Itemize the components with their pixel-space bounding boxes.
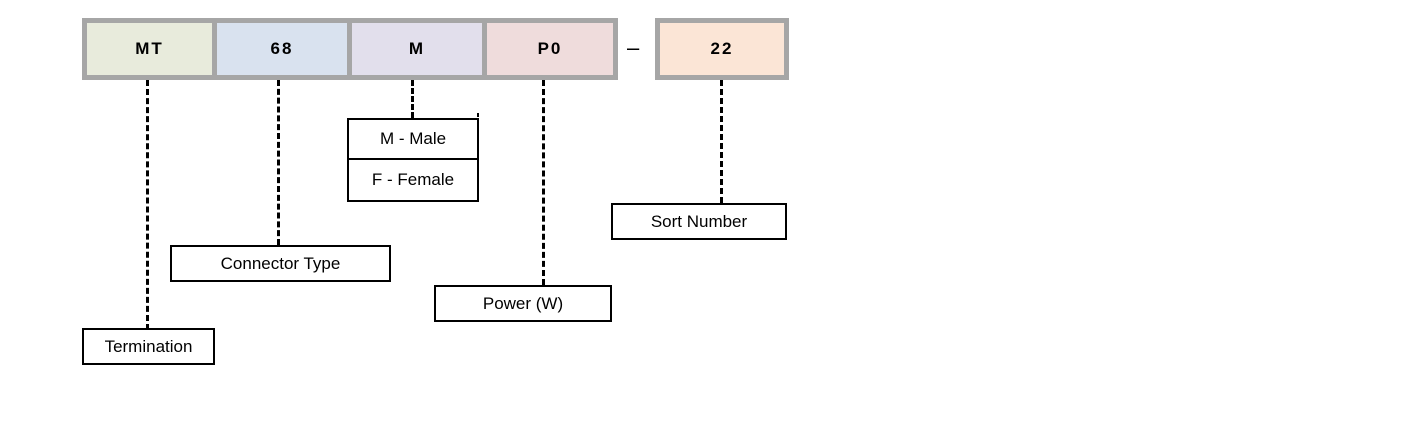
separator-dash: –: [627, 35, 640, 60]
corner-tick-icon: [477, 113, 479, 117]
callout-termination: Termination: [82, 328, 215, 365]
part-number-segment-gender[interactable]: M: [352, 23, 482, 75]
leader-line-power: [542, 80, 545, 285]
leader-line-termination: [146, 80, 149, 330]
leader-line-gender: [411, 80, 414, 118]
part-number-segment-connector-type[interactable]: 68: [217, 23, 347, 75]
leader-line-sort-number: [720, 80, 723, 203]
callout-gender-legend: M - Male F - Female: [347, 113, 479, 202]
part-number-bar: MT 68 M P0: [82, 18, 618, 80]
callout-connector-type: Connector Type: [170, 245, 391, 282]
callout-sort-number: Sort Number: [611, 203, 787, 240]
part-number-segment-sort-number[interactable]: 22: [660, 23, 784, 75]
part-number-segment-power[interactable]: P0: [487, 23, 613, 75]
gender-legend-item-female: F - Female: [347, 160, 479, 202]
part-number-segment-termination[interactable]: MT: [87, 23, 212, 75]
gender-legend-item-male: M - Male: [347, 118, 479, 160]
leader-line-connector-type: [277, 80, 280, 245]
part-number-bar-suffix: 22: [655, 18, 789, 80]
callout-power: Power (W): [434, 285, 612, 322]
